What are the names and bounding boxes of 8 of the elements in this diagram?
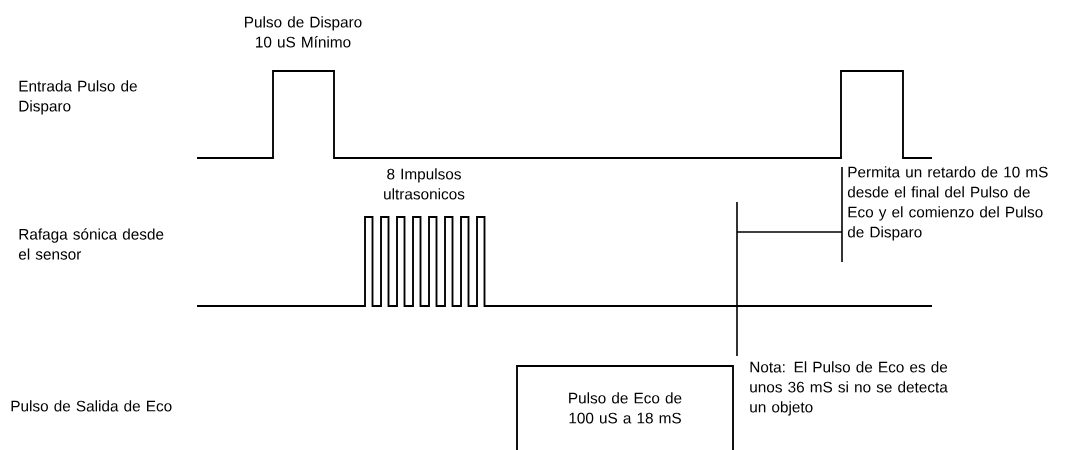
note-text: Permita un retardo de 10 mS desde el final del Pulso de Eco y el comienzo del Pulso de Disparo <box>847 166 1048 241</box>
row-label: Entrada Pulso de Disparo <box>19 80 137 115</box>
pulse-caption: Pulso de Disparo 10 uS Mínimo <box>245 16 362 48</box>
pulse-caption: Pulso de Eco de 100 uS a 18 mS <box>569 392 682 424</box>
note-text: Nota: El Pulso de Eco es de unos 36 mS si no se detecta un objeto <box>750 361 948 416</box>
row-label: Rafaga sónica desde el sensor <box>18 228 164 260</box>
row-label: Pulso de Salida de Eco <box>11 400 172 412</box>
pulse-caption: 8 Impulsos ultrasonicos <box>384 168 465 200</box>
